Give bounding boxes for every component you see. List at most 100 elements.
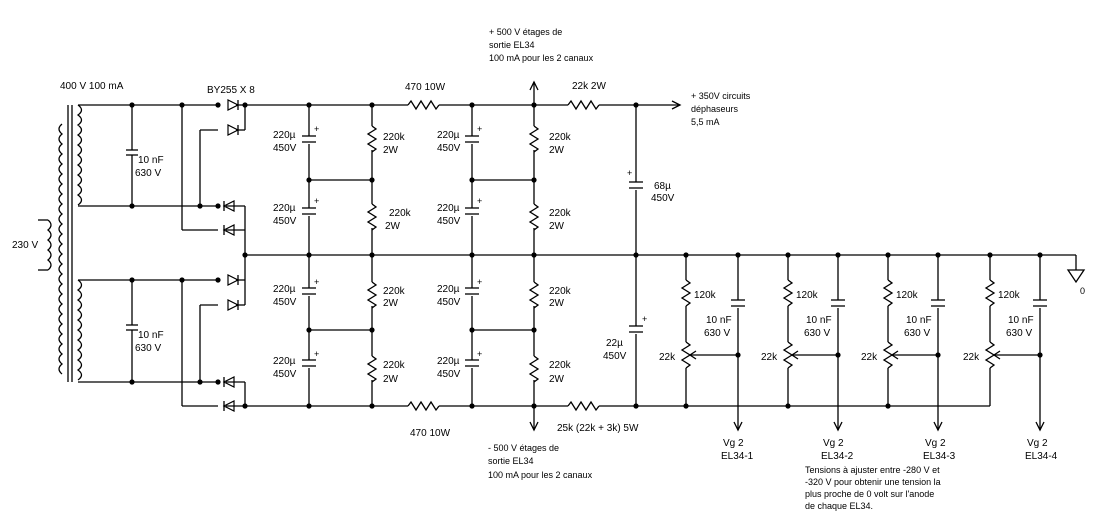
r220-8b: 2W xyxy=(549,374,565,385)
c220-6b: 450V xyxy=(437,216,461,227)
c10n-b4a: 10 nF xyxy=(1008,315,1034,326)
svg-text:+: + xyxy=(314,196,319,206)
filter-stage-3 xyxy=(629,105,643,409)
c220-8a: 220µ xyxy=(437,356,460,367)
mains-voltage: 230 V xyxy=(12,240,38,251)
r220-7a: 220k xyxy=(549,286,572,297)
filter-stage-2 xyxy=(465,102,540,409)
note-l4: de chaque EL34. xyxy=(805,501,873,511)
c220-7b: 450V xyxy=(437,297,461,308)
vg-1b: EL34-1 xyxy=(721,451,754,462)
filter-stage-1 xyxy=(302,102,378,409)
svg-text:+: + xyxy=(642,314,647,324)
transformer xyxy=(38,104,83,382)
labels: 400 V 100 mA 230 V BY255 X 8 470 10W 470… xyxy=(12,27,1085,511)
r220-3b: 2W xyxy=(383,298,399,309)
c220-3b: 450V xyxy=(273,297,297,308)
r470-bottom-label: 470 10W xyxy=(410,428,451,439)
vg-2a: Vg 2 xyxy=(823,438,844,449)
neg500-l1: - 500 V étages de xyxy=(488,443,559,453)
vg-2b: EL34-2 xyxy=(821,451,854,462)
out500-l2: sortie EL34 xyxy=(489,40,535,50)
bias-stages xyxy=(680,252,1047,432)
r220-4b: 2W xyxy=(383,374,399,385)
r220-5b: 2W xyxy=(549,145,565,156)
c220-3a: 220µ xyxy=(273,284,296,295)
diode-bridge xyxy=(223,99,248,412)
r25k-label: 25k (22k + 3k) 5W xyxy=(557,423,639,434)
c10n-b1a: 10 nF xyxy=(706,315,732,326)
r220-1a: 220k xyxy=(383,132,406,143)
svg-text:+: + xyxy=(477,349,482,359)
pot22k-4: 22k xyxy=(963,352,980,363)
c220-5b: 450V xyxy=(437,143,461,154)
c10n-b2a: 10 nF xyxy=(806,315,832,326)
c220-1a: 220µ xyxy=(273,130,296,141)
c10n-bot-b: 630 V xyxy=(135,343,161,354)
c22-a: 22µ xyxy=(606,338,623,349)
r220-1b: 2W xyxy=(383,145,399,156)
bias-stage-1 xyxy=(680,252,745,432)
r120k-4: 120k xyxy=(998,290,1021,301)
c220-6a: 220µ xyxy=(437,203,460,214)
c220-2b: 450V xyxy=(273,216,297,227)
c10n-b4b: 630 V xyxy=(1006,328,1032,339)
vg-3b: EL34-3 xyxy=(923,451,956,462)
bias-stage-3 xyxy=(882,252,945,432)
r220-3a: 220k xyxy=(383,286,406,297)
vg-3a: Vg 2 xyxy=(925,438,946,449)
svg-text:+: + xyxy=(627,168,632,178)
r220-5a: 220k xyxy=(549,132,572,143)
c68-a: 68µ xyxy=(654,181,671,192)
neg500-l2: sortie EL34 xyxy=(488,456,534,466)
pot22k-1: 22k xyxy=(659,352,676,363)
r220-2b: 2W xyxy=(385,221,401,232)
c68-b: 450V xyxy=(651,193,675,204)
c10n-b1b: 630 V xyxy=(704,328,730,339)
svg-text:+: + xyxy=(314,349,319,359)
r22k-label: 22k 2W xyxy=(572,81,606,92)
svg-text:+: + xyxy=(477,196,482,206)
c220-4a: 220µ xyxy=(273,356,296,367)
c22-b: 450V xyxy=(603,351,627,362)
svg-text:+: + xyxy=(314,277,319,287)
r220-8a: 220k xyxy=(549,360,572,371)
vg-1a: Vg 2 xyxy=(723,438,744,449)
bias-stage-4 xyxy=(984,252,1047,432)
c10n-bot-a: 10 nF xyxy=(138,330,164,341)
c10n-top-a: 10 nF xyxy=(138,155,164,166)
svg-text:+: + xyxy=(477,277,482,287)
c220-5a: 220µ xyxy=(437,130,460,141)
r220-6a: 220k xyxy=(549,208,572,219)
r120k-3: 120k xyxy=(896,290,919,301)
pot22k-3: 22k xyxy=(861,352,878,363)
out500-l3: 100 mA pour les 2 canaux xyxy=(489,53,594,63)
c10n-b2b: 630 V xyxy=(804,328,830,339)
r220-6b: 2W xyxy=(549,221,565,232)
r470-top-label: 470 10W xyxy=(405,82,446,93)
note-l2: -320 V pour obtenir une tension la xyxy=(805,477,941,487)
c220-4b: 450V xyxy=(273,369,297,380)
c220-8b: 450V xyxy=(437,369,461,380)
svg-text:+: + xyxy=(314,124,319,134)
r120k-2: 120k xyxy=(796,290,819,301)
note-l1: Tensions à ajuster entre -280 V et xyxy=(805,465,940,475)
pot22k-2: 22k xyxy=(761,352,778,363)
c10n-b3b: 630 V xyxy=(904,328,930,339)
out350-l2: déphaseurs xyxy=(691,104,739,114)
note-l3: plus proche de 0 volt sur l'anode xyxy=(805,489,934,499)
r220-7b: 2W xyxy=(549,298,565,309)
svg-text:+: + xyxy=(477,124,482,134)
neg500-l3: 100 mA pour les 2 canaux xyxy=(488,470,593,480)
c10n-b3a: 10 nF xyxy=(906,315,932,326)
c220-2a: 220µ xyxy=(273,203,296,214)
r120k-1: 120k xyxy=(694,290,717,301)
secondary-wiring xyxy=(78,102,221,407)
vg-4a: Vg 2 xyxy=(1027,438,1048,449)
transformer-rating: 400 V 100 mA xyxy=(60,81,124,92)
r220-4a: 220k xyxy=(383,360,406,371)
out350-l1: + 350V circuits xyxy=(691,91,751,101)
c10n-top-b: 630 V xyxy=(135,168,161,179)
polarity-marks: + + + + + + + + + + xyxy=(314,124,647,359)
